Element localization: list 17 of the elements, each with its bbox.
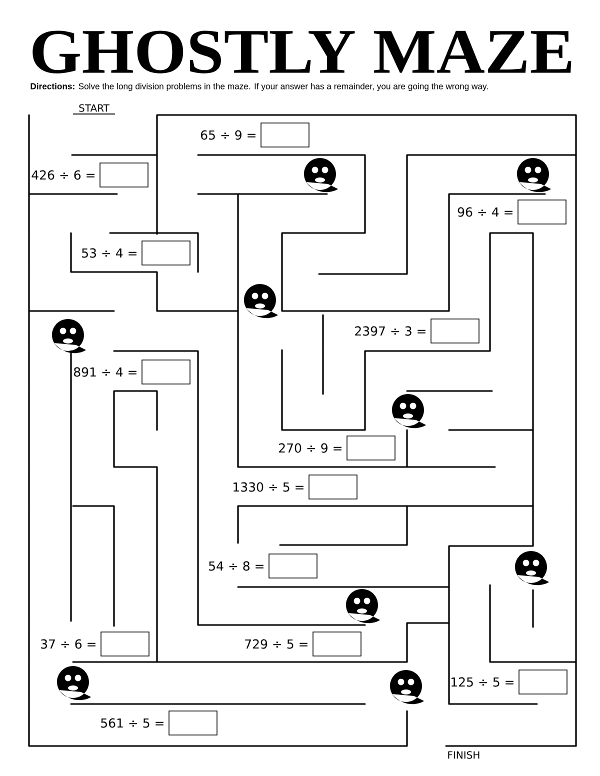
division-problem: 2397 ÷ 3 = bbox=[355, 326, 426, 336]
finish-label: FINISH bbox=[448, 751, 480, 759]
division-problem: 426 ÷ 6 = bbox=[32, 170, 94, 180]
division-problem: 891 ÷ 4 = bbox=[74, 367, 136, 377]
title: GHOSTLY MAZE bbox=[32, 30, 572, 74]
directions-text: Directions: Solve the long division problems in the maze. If your answer has a remainder, you are going the wrong way. bbox=[30, 83, 488, 92]
start-label: START bbox=[79, 104, 110, 112]
division-problem: 125 ÷ 5 = bbox=[452, 677, 514, 687]
division-problem: 65 ÷ 9 = bbox=[200, 130, 256, 140]
division-problem: 729 ÷ 5 = bbox=[245, 639, 308, 649]
division-problem: 96 ÷ 4 = bbox=[458, 207, 512, 217]
division-problem: 37 ÷ 6 = bbox=[41, 639, 96, 649]
division-problem: 270 ÷ 9 = bbox=[279, 443, 342, 453]
division-problem: 54 ÷ 8 = bbox=[209, 561, 264, 571]
division-problem: 1330 ÷ 5 = bbox=[234, 482, 304, 492]
division-problem: 561 ÷ 5 = bbox=[101, 718, 164, 728]
division-problem: 53 ÷ 4 = bbox=[82, 248, 136, 258]
